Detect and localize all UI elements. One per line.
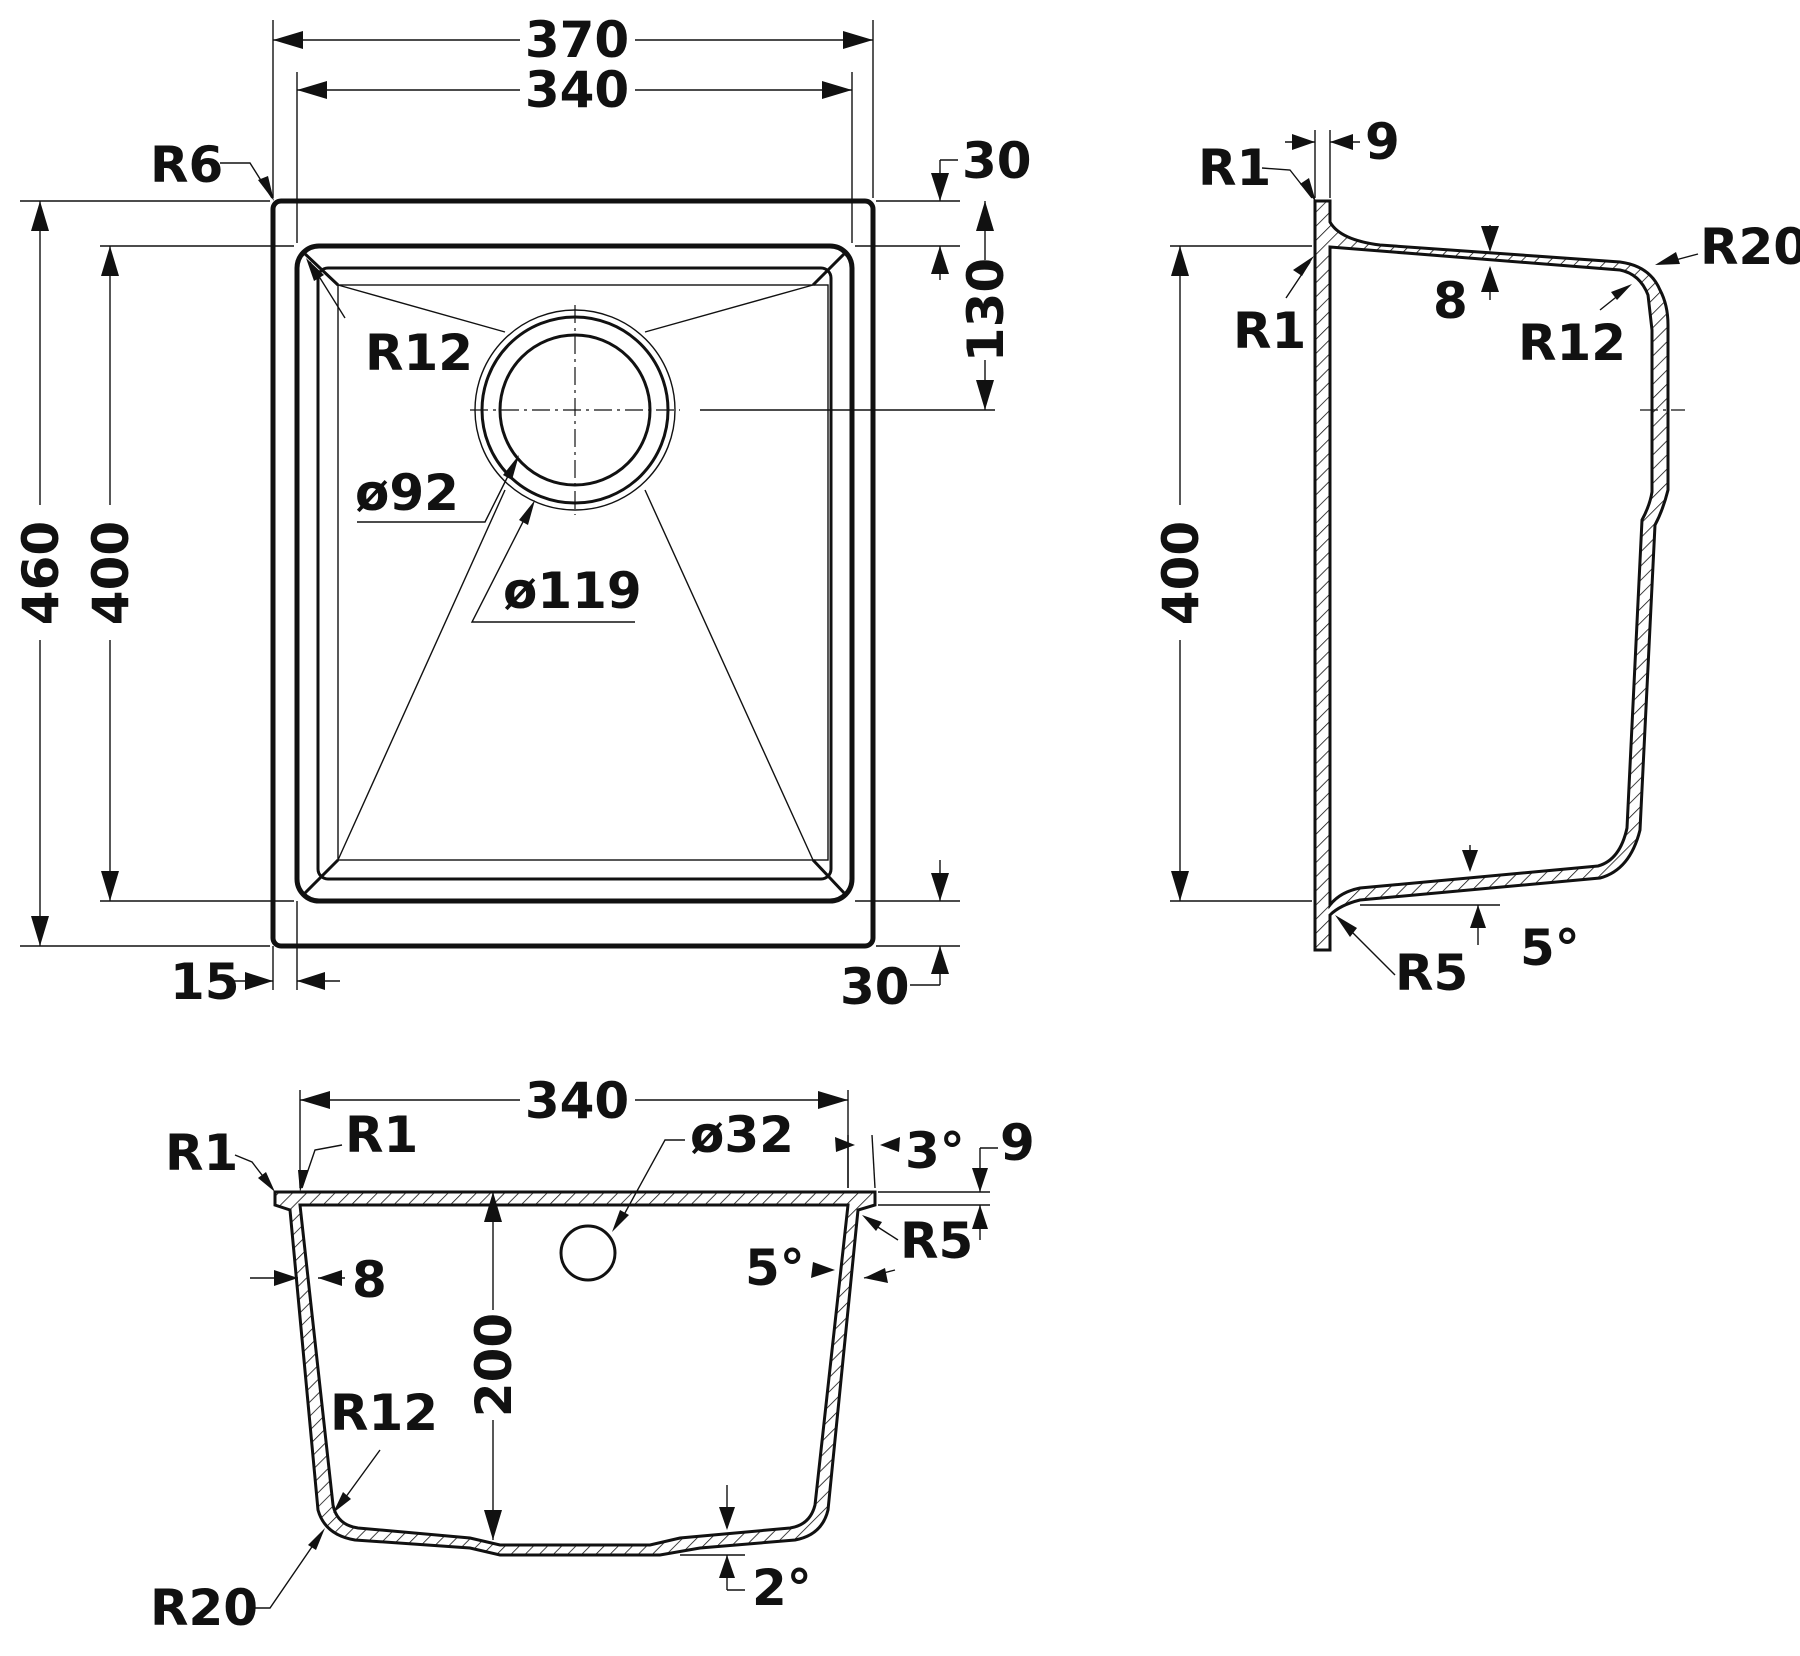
dim-overall-width: 370 bbox=[525, 11, 629, 69]
dim-front-floor-angle: 2° bbox=[752, 1559, 812, 1617]
dim-side-rim-radius-top: R1 bbox=[1198, 139, 1271, 197]
dim-rim-side: 15 bbox=[170, 953, 240, 1011]
dim-side-rim-thickness: 9 bbox=[1365, 113, 1400, 171]
dim-front-wall-angle-top: 3° bbox=[905, 1122, 965, 1180]
dim-front-overflow-diameter: ø32 bbox=[690, 1106, 794, 1164]
dim-drain-offset: 130 bbox=[957, 258, 1015, 362]
dim-bowl-width: 340 bbox=[525, 61, 629, 119]
dim-side-inner-radius: R12 bbox=[1518, 314, 1626, 372]
dim-side-rim-radius-inner: R1 bbox=[1233, 302, 1306, 360]
dim-side-bottom-radius: R5 bbox=[1395, 944, 1468, 1002]
dim-side-bottom-angle: 5° bbox=[1520, 919, 1580, 977]
dim-rim-bottom: 30 bbox=[840, 958, 910, 1016]
dim-front-rim-radius-inner: R1 bbox=[345, 1106, 418, 1164]
dim-front-rim-radius-outer: R1 bbox=[165, 1124, 238, 1182]
sink-outer-rim bbox=[270, 198, 876, 949]
dim-front-rim-radius-right: R5 bbox=[900, 1212, 973, 1270]
dim-side-height: 400 bbox=[1152, 521, 1210, 625]
dim-front-wall-angle: 5° bbox=[745, 1239, 805, 1297]
dim-inner-radius: R12 bbox=[365, 324, 473, 382]
dim-side-wall-thickness: 8 bbox=[1433, 272, 1468, 330]
side-view: 9 R1 R1 8 R20 R12 400 R5 bbox=[1152, 113, 1800, 1002]
dim-drain-outer: ø119 bbox=[503, 562, 642, 620]
side-wall-profile bbox=[1313, 199, 1670, 952]
dim-side-radius-20: R20 bbox=[1700, 218, 1800, 276]
dim-corner-radius: R6 bbox=[150, 136, 223, 194]
front-view: 340 R1 R1 ø32 3° 9 R5 5° bbox=[150, 1072, 1035, 1637]
bowl-inner-outline bbox=[316, 266, 833, 881]
dim-front-inner-radius: R12 bbox=[330, 1384, 438, 1442]
dim-overall-height: 460 bbox=[12, 521, 70, 625]
dim-front-width: 340 bbox=[525, 1072, 629, 1130]
dim-front-outer-radius: R20 bbox=[150, 1579, 258, 1637]
dim-rim-top: 30 bbox=[962, 132, 1032, 190]
overflow-hole bbox=[559, 1224, 617, 1282]
dim-front-depth: 200 bbox=[465, 1313, 523, 1417]
dim-bowl-height: 400 bbox=[82, 521, 140, 625]
bowl-outline bbox=[294, 243, 855, 904]
dim-front-wall-thickness: 8 bbox=[352, 1251, 387, 1309]
top-view: 370 340 R6 30 130 R12 bbox=[12, 11, 1032, 1016]
dim-front-rim-thickness: 9 bbox=[1000, 1114, 1035, 1172]
dim-drain-inner: ø92 bbox=[355, 464, 459, 522]
front-bowl-profile bbox=[273, 1190, 877, 1557]
